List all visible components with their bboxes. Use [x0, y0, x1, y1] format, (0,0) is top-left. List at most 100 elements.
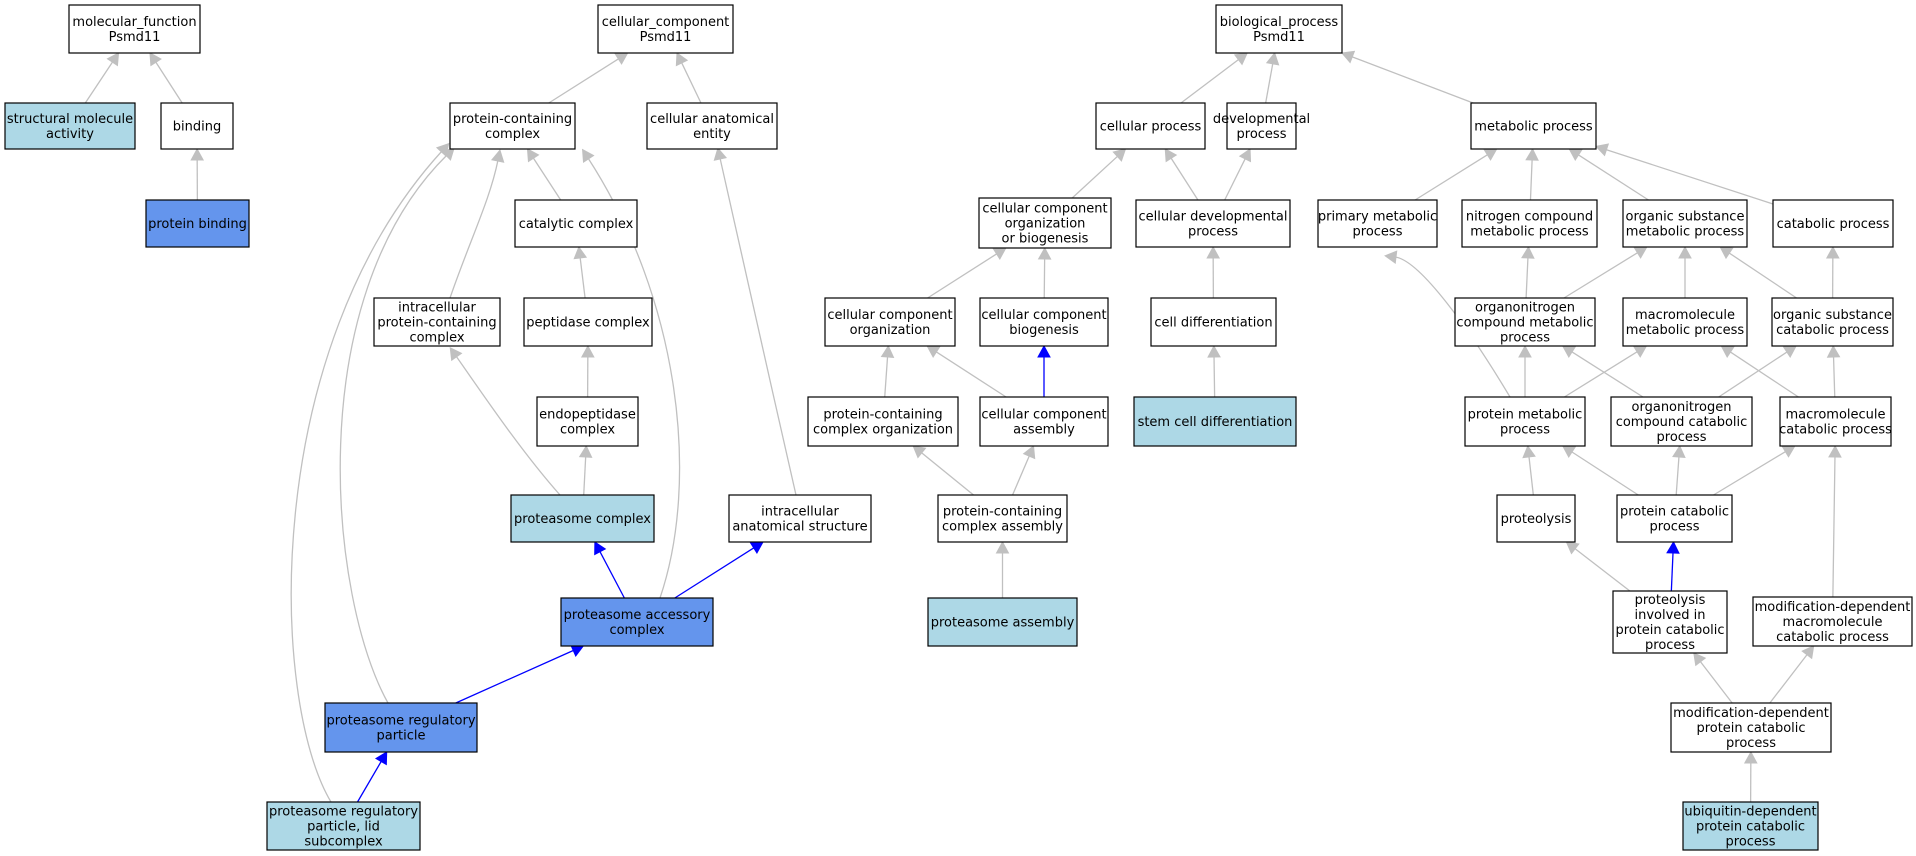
term-label-line: organonitrogen [1475, 301, 1575, 316]
edge-sma-to-mf [84, 52, 120, 104]
edge-maccp-to-oscp [1826, 344, 1841, 398]
edge-arrowhead [880, 344, 895, 358]
edge-mdpcp-to-mdmcp [1769, 645, 1815, 704]
term-box [1135, 199, 1291, 248]
term-label-line: process [1188, 225, 1238, 240]
edge-line [1352, 56, 1474, 104]
term-box [560, 597, 714, 647]
edge-arrowhead [1781, 445, 1796, 458]
edge-line [1713, 451, 1786, 496]
term-label-line: complex [560, 423, 615, 438]
edge-osmp-to-mp [1568, 148, 1649, 201]
term-node-cp: cellular process [1095, 102, 1206, 150]
edge-line [1675, 456, 1680, 496]
term-box [1226, 102, 1297, 150]
edge-celld-to-cdp [1206, 245, 1221, 299]
term-box [824, 297, 956, 347]
term-label-line: metabolic process [1474, 120, 1593, 135]
edge-arrowhead [1565, 541, 1580, 555]
term-node-prot: proteasome complex [510, 494, 655, 543]
term-label-line: catabolic process [1776, 630, 1889, 645]
term-box [523, 297, 653, 347]
edge-arrowhead [1693, 652, 1707, 667]
edge-cca-to-cco [926, 345, 1007, 398]
term-label-line: complex [409, 331, 464, 346]
edge-arrowhead [1037, 344, 1051, 358]
edge-line [1728, 252, 1797, 299]
term-label-line: compound metabolic [1456, 316, 1593, 331]
edge-line [1578, 154, 1649, 201]
edge-line [936, 351, 1007, 398]
edge-line [1699, 661, 1733, 704]
edge-arrowhead [992, 247, 1007, 260]
edge-arrowhead [573, 245, 588, 260]
edge-arrowhead [1561, 345, 1577, 358]
edge-arrowhead [995, 540, 1010, 554]
edge-line [927, 253, 997, 299]
term-label-line: stem cell differentiation [1138, 415, 1293, 430]
term-label-line: protein catabolic [1696, 820, 1805, 835]
term-label-line: organic substance [1773, 308, 1892, 323]
edge-arrowhead [1743, 750, 1758, 764]
edge-pcc-to-cc [548, 52, 629, 104]
term-label-line: Psmd11 [1253, 30, 1305, 45]
edge-arrowhead [1678, 245, 1692, 259]
edge-maccp-to-macmp [1720, 345, 1799, 398]
term-label-line: process [1500, 423, 1550, 438]
edge-line [1265, 63, 1274, 104]
edge-prpl-to-prp [356, 751, 388, 803]
edge-bind-to-mf [149, 52, 183, 104]
term-box [514, 199, 638, 248]
term-node-catc: catalytic complex [514, 199, 638, 248]
term-box [1682, 801, 1819, 851]
term-label-line: binding [173, 120, 221, 135]
term-label-line: process [1726, 835, 1776, 850]
edge-line [1718, 351, 1788, 398]
edge-arrowhead [614, 52, 629, 65]
term-node-proteo: proteolysis [1496, 494, 1576, 543]
edge-ias-to-cae [713, 147, 797, 496]
term-box [978, 197, 1112, 249]
term-box [1464, 396, 1586, 447]
edge-onccp-to-oncmp [1561, 345, 1644, 398]
edge-line [1071, 155, 1118, 199]
term-label-line: structural molecule [7, 112, 133, 127]
term-label-line: protein binding [148, 217, 247, 232]
edge-prot-to-ipcc [449, 346, 561, 496]
term-label-line: assembly [1013, 423, 1075, 438]
edge-arrowhead [1525, 147, 1539, 161]
edge-arrowhead [1826, 344, 1841, 358]
edge-arrowhead [1633, 246, 1648, 259]
term-label-line: organic substance [1626, 210, 1745, 225]
edge-line [290, 150, 443, 803]
edge-line [1769, 654, 1808, 704]
edge-arrowhead [675, 52, 689, 67]
edge-line [1670, 552, 1674, 592]
term-label-line: compound catabolic [1616, 415, 1748, 430]
term-label-line: primary metabolic [1318, 210, 1437, 225]
edge-arrowhead [106, 52, 120, 67]
edge-line [674, 547, 755, 599]
term-label-line: endopeptidase [539, 408, 636, 423]
edge-arrowhead [1825, 245, 1840, 259]
edge-arrowhead [1112, 148, 1127, 162]
edge-protmp-to-pmp [1384, 250, 1511, 398]
edge-dp-to-bp [1265, 51, 1280, 104]
term-node-pepc: peptidase complex [523, 297, 653, 347]
edge-line [1528, 456, 1534, 496]
term-box [979, 396, 1109, 447]
term-box [1622, 199, 1748, 248]
edge-prp-to-pac [455, 644, 585, 704]
